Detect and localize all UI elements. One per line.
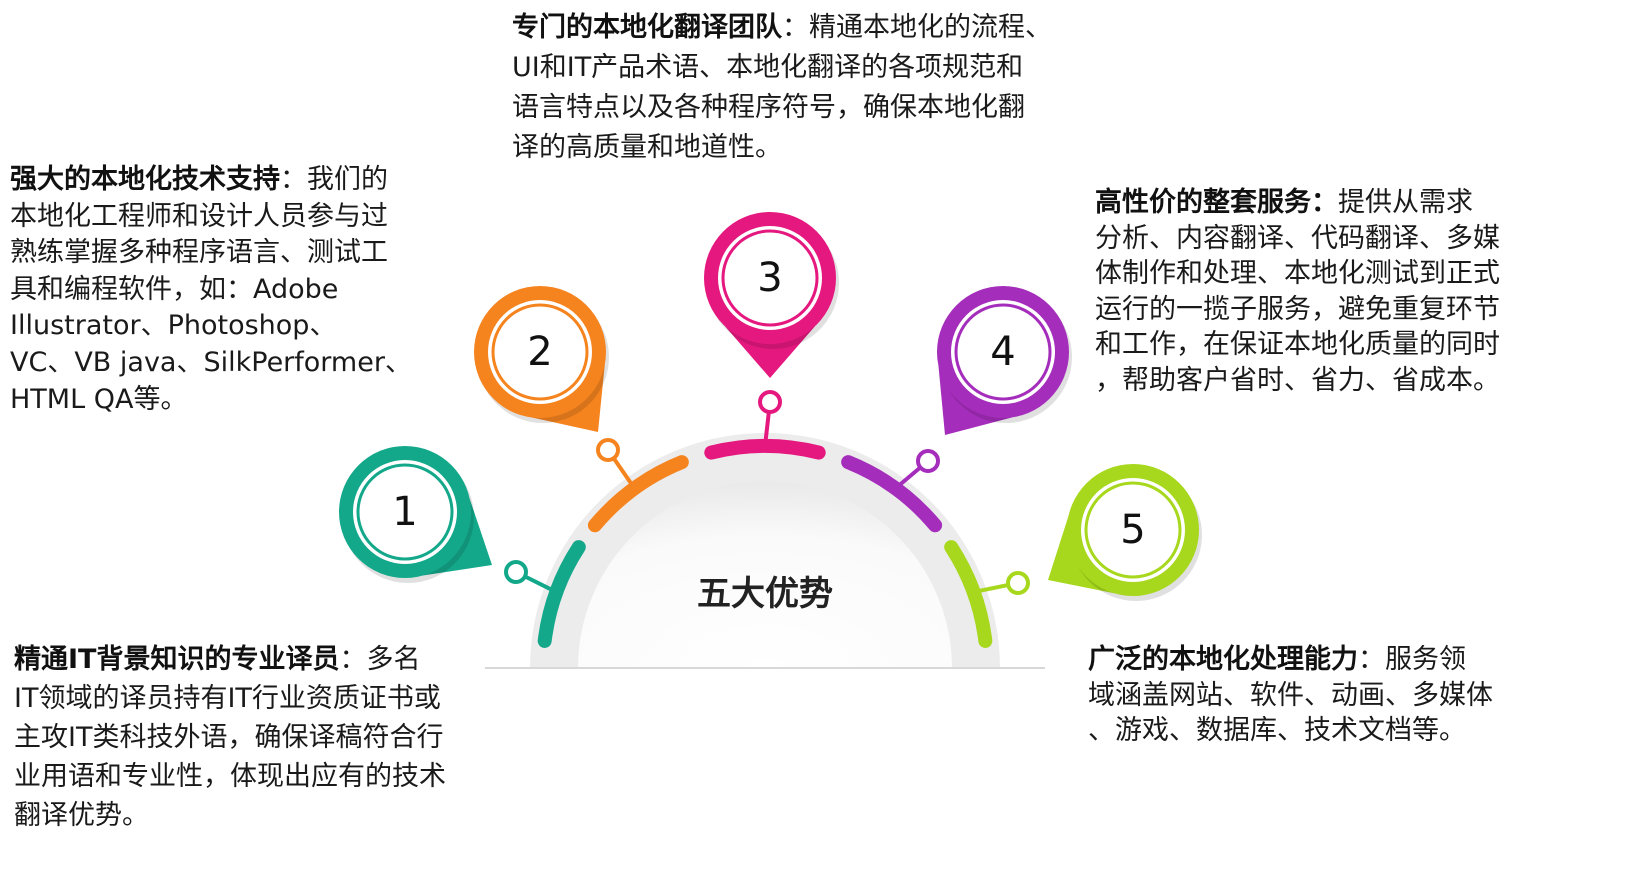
text-line: ，帮助客户省时、省力、省成本。 [1095, 364, 1500, 396]
pin-ring-4 [954, 303, 1052, 401]
pin-inner-2 [488, 300, 592, 404]
pin-ring-2 [491, 303, 589, 401]
text-line: 域涵盖网站、软件、动画、多媒体 [1088, 679, 1493, 711]
center-label: 五大优势 [697, 574, 833, 614]
advantage-1-text: 精通IT背景知识的专业译员：多名 IT领域的译员持有IT行业资质证书或 主攻IT… [14, 640, 446, 835]
text-line: IT领域的译员持有IT行业资质证书或 [14, 683, 441, 714]
text-line: 本地化工程师和设计人员参与过 [10, 200, 388, 232]
advantage-4-title: 高性价的整套服务： [1095, 187, 1338, 218]
text-line: ：多名 [339, 644, 421, 675]
advantage-1-title: 精通IT背景知识的专业译员 [14, 644, 340, 675]
marker-1: 1 [339, 446, 492, 583]
text-line: 主攻IT类科技外语，确保译稿符合行 [14, 722, 444, 753]
pin-inner-1 [353, 460, 457, 564]
text-line: 具和编程软件，如：Adobe [10, 273, 339, 305]
text-line: ：我们的 [280, 164, 388, 195]
arc-segment-1 [537, 540, 586, 648]
text-line: ：服务领 [1358, 644, 1466, 675]
pin-ring-5 [1084, 481, 1182, 579]
text-line: HTML QA等。 [10, 383, 188, 415]
advantage-5-title: 广泛的本地化处理能力 [1088, 644, 1358, 675]
marker-number-1: 1 [392, 489, 417, 535]
text-line: 提供从需求 [1338, 187, 1473, 218]
connector-knob-2 [596, 438, 620, 462]
pin-inner-3 [718, 226, 822, 330]
center-dome [578, 481, 952, 668]
pin-inner-4 [951, 300, 1055, 404]
marker-number-5: 5 [1120, 507, 1145, 553]
marker-number-3: 3 [757, 255, 782, 301]
text-line: 熟练掌握多种程序语言、测试工 [10, 237, 388, 269]
connector-knob-4 [916, 449, 940, 473]
arc-segment-2 [587, 455, 689, 533]
text-line: UI和IT产品术语、本地化翻译的各项规范和 [512, 52, 1024, 83]
text-line: 分析、内容翻译、代码翻译、多媒 [1095, 222, 1500, 254]
advantage-3-title: 专门的本地化翻译团队 [512, 12, 782, 43]
connector-knob-5 [1006, 571, 1030, 595]
advantage-2-text: 强大的本地化技术支持：我们的 本地化工程师和设计人员参与过 熟练掌握多种程序语言… [10, 162, 412, 418]
marker-4: 4 [937, 286, 1072, 435]
marker-number-2: 2 [527, 329, 552, 375]
text-line: 运行的一揽子服务，避免重复环节 [1095, 293, 1500, 325]
text-line: 、游戏、数据库、技术文档等。 [1088, 715, 1466, 747]
text-line: ：精通本地化的流程、 [782, 12, 1052, 43]
pin-ring-1 [356, 463, 454, 561]
text-line: Illustrator、Photoshop、 [10, 310, 337, 342]
arc-segment-4 [841, 455, 943, 533]
text-line: 译的高质量和地道性。 [512, 132, 782, 163]
arc-segment-3 [704, 439, 826, 460]
arc-segment-5 [944, 540, 993, 648]
advantage-3-text: 专门的本地化翻译团队：精通本地化的流程、 UI和IT产品术语、本地化翻译的各项规… [512, 8, 1052, 168]
advantage-2-title: 强大的本地化技术支持 [10, 164, 280, 195]
marker-number-4: 4 [990, 329, 1015, 375]
text-line: 语言特点以及各种程序符号，确保本地化翻 [512, 92, 1025, 123]
text-line: 体制作和处理、本地化测试到正式 [1095, 258, 1500, 290]
connector-knob-3 [758, 390, 782, 414]
advantage-4-text: 高性价的整套服务：提供从需求 分析、内容翻译、代码翻译、多媒 体制作和处理、本地… [1095, 185, 1500, 399]
marker-5: 5 [1048, 464, 1202, 601]
marker-3: 3 [704, 212, 839, 378]
text-line: 和工作，在保证本地化质量的同时 [1095, 329, 1500, 361]
text-line: VC、VB java、SilkPerformer、 [10, 346, 412, 378]
marker-2: 2 [474, 286, 609, 432]
text-line: 翻译优势。 [14, 800, 149, 831]
advantage-5-text: 广泛的本地化处理能力：服务领 域涵盖网站、软件、动画、多媒体 、游戏、数据库、技… [1088, 642, 1493, 749]
pin-inner-5 [1081, 478, 1185, 582]
pin-ring-3 [721, 229, 819, 327]
connector-knob-1 [504, 560, 528, 584]
text-line: 业用语和专业性，体现出应有的技术 [14, 761, 446, 792]
